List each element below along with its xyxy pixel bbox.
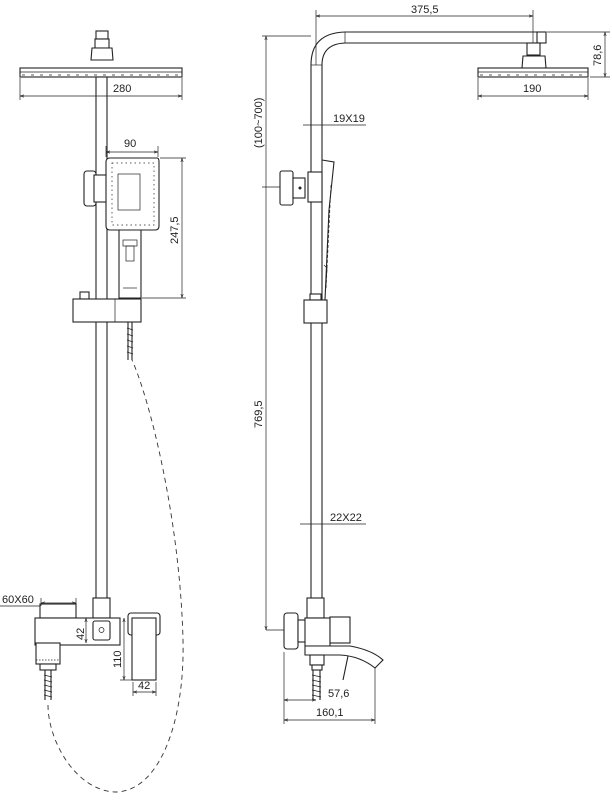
overhead-shower-side: [477, 42, 589, 78]
dim-78-6: 78,6: [547, 31, 610, 78]
dim-22x22: 22X22: [300, 512, 366, 530]
riser-pipe-front: [95, 76, 108, 601]
overhead-shower-front: [19, 30, 183, 78]
dim-247-5: 247,5: [142, 157, 186, 299]
dim-label: 190: [523, 83, 541, 95]
dim-label: 90: [124, 138, 136, 150]
dim-160-1: 160,1: [284, 668, 376, 724]
slider-front: [72, 298, 142, 323]
side-view: 375,5 78,6 190 (100~700) 769,5: [253, 4, 610, 724]
dim-42-vertical: 42: [75, 618, 87, 643]
slider-side: [303, 299, 328, 324]
dim-375-5: 375,5: [315, 4, 534, 65]
dim-label: 78,6: [592, 45, 604, 66]
dim-90: 90: [105, 138, 159, 157]
dim-label: 110: [112, 650, 124, 668]
dim-280: 280: [19, 78, 183, 100]
dim-label: 60X60: [2, 594, 34, 606]
mixer-front: [34, 597, 161, 700]
dim-overall-height: (100~700) 769,5: [253, 35, 311, 631]
dim-label: 160,1: [316, 707, 344, 719]
dim-110: 110: [112, 618, 132, 681]
hose-dashed: [47, 359, 184, 793]
dim-60x60: 60X60: [0, 594, 77, 607]
dim-label: 769,5: [253, 400, 265, 428]
dim-57-6: 57,6: [283, 652, 349, 724]
dim-19x19: 19X19: [303, 113, 366, 130]
dim-label: 247,5: [169, 216, 181, 244]
dim-label: 19X19: [333, 113, 365, 125]
dim-42-horizontal: 42: [132, 680, 157, 696]
hand-shower-side: [279, 159, 335, 301]
dim-label: 375,5: [411, 4, 439, 16]
mixer-side: [283, 597, 384, 700]
dim-label: 42: [75, 628, 87, 640]
hand-shower-front: [105, 157, 160, 299]
dim-label: 42: [138, 680, 150, 692]
dim-190: 190: [477, 78, 589, 100]
dim-label: 22X22: [330, 512, 362, 524]
front-view: 280 90 247,5: [0, 30, 186, 793]
dim-label: (100~700): [253, 98, 265, 148]
dim-label: 57,6: [328, 688, 349, 700]
dim-label: 280: [113, 83, 131, 95]
